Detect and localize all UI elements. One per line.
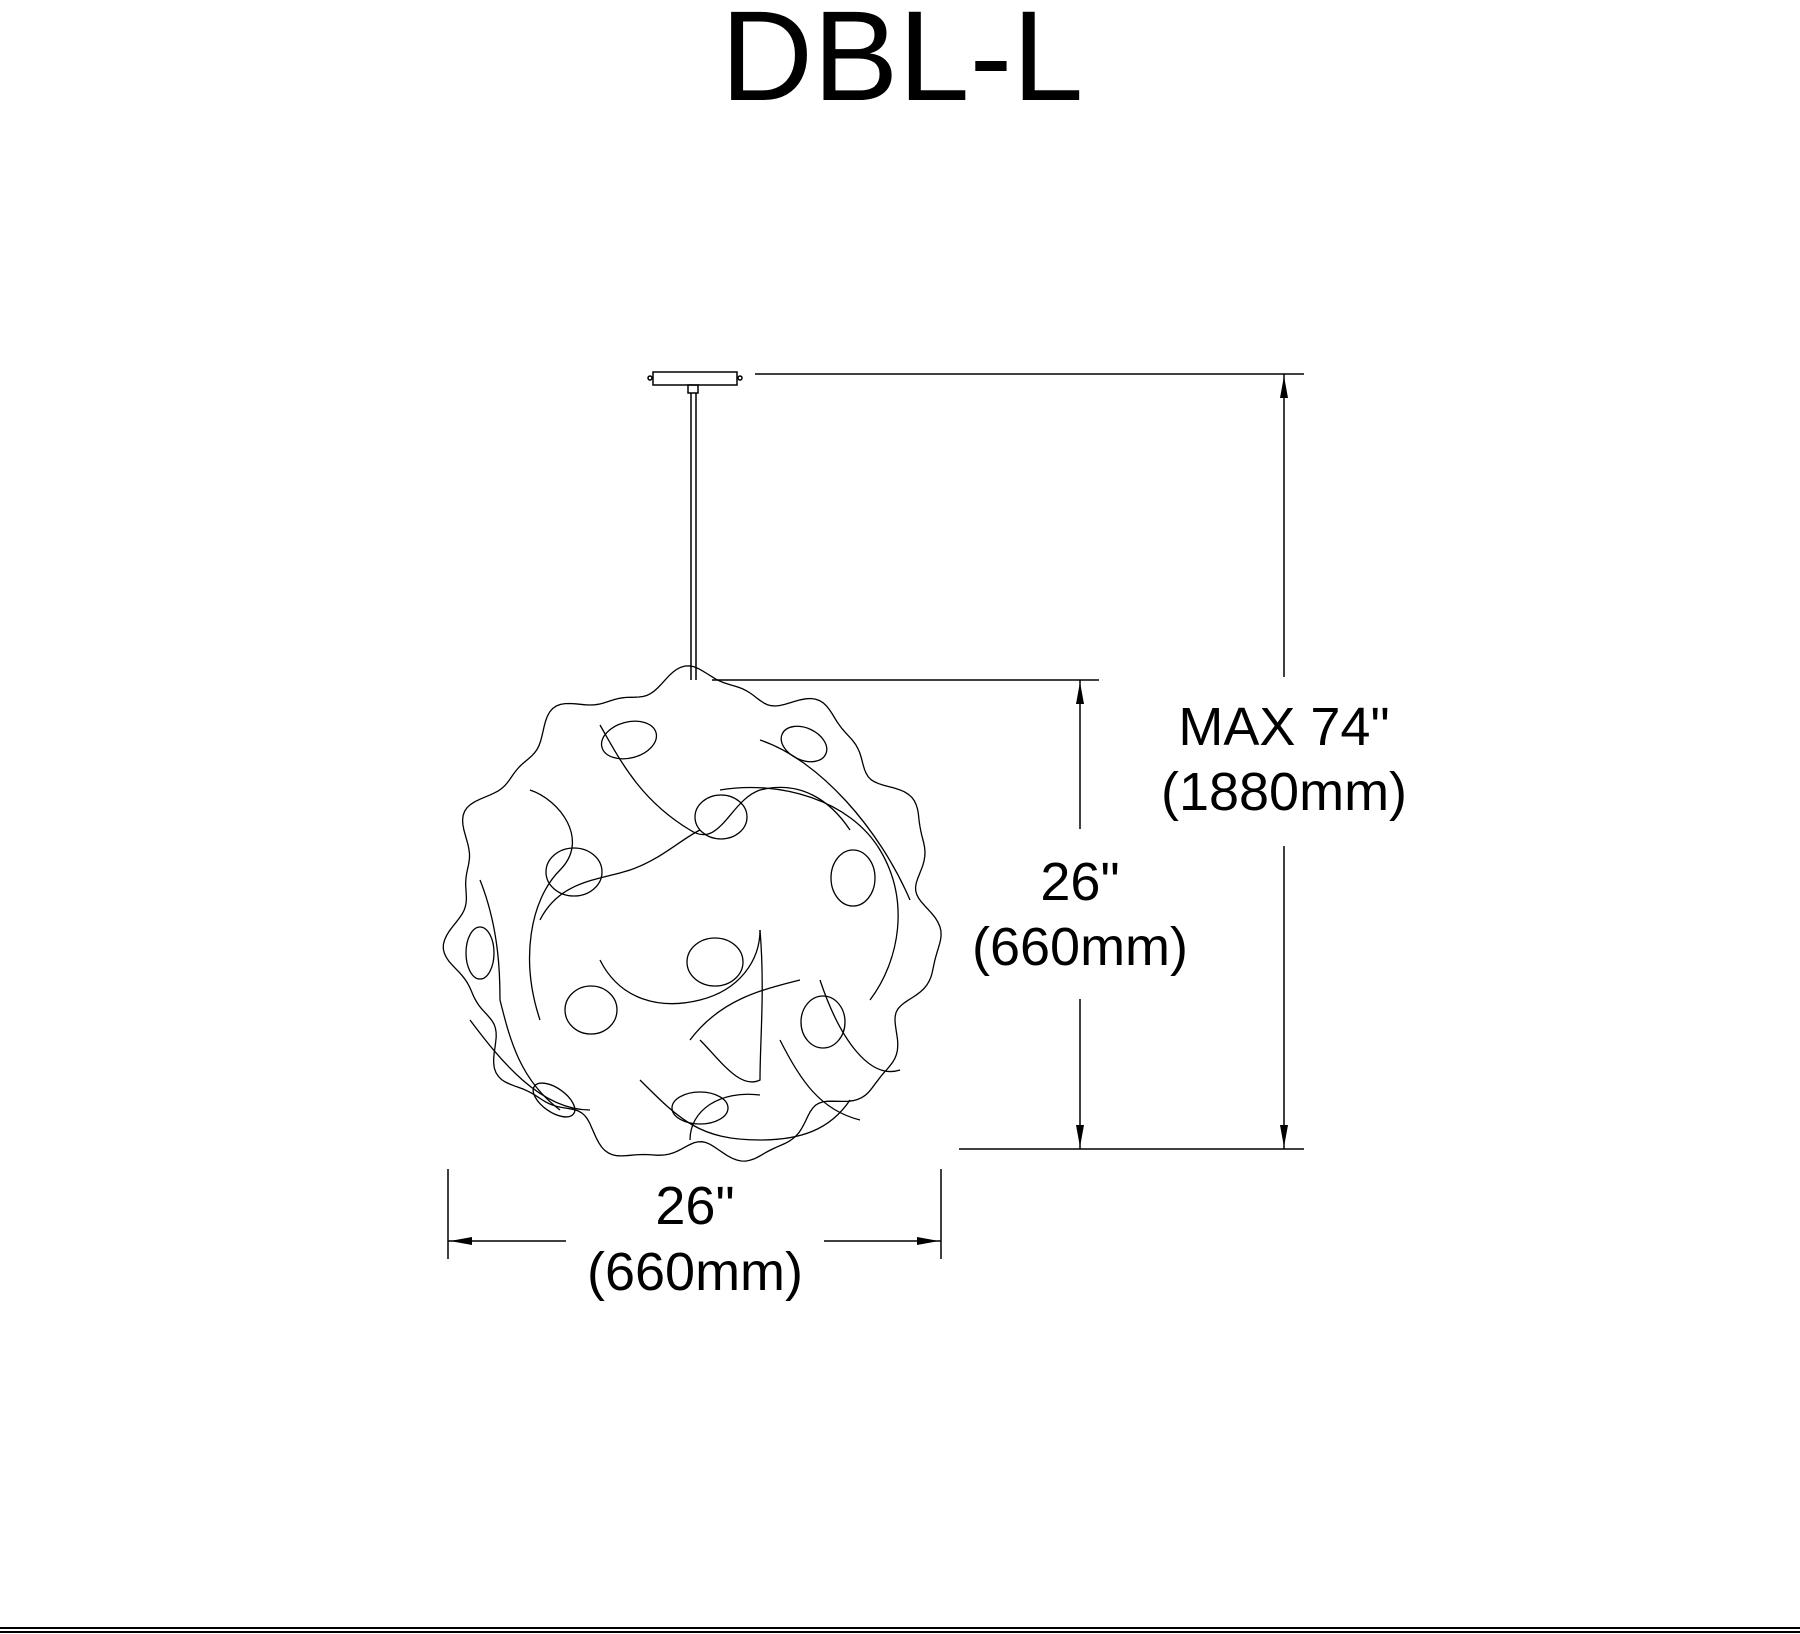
shade-opening — [465, 926, 495, 980]
overall-height-mm: (1880mm) — [1161, 762, 1407, 822]
shade-height-inches: 26" — [1040, 852, 1119, 912]
shade-height-dimension: 26" (660mm) — [712, 679, 1188, 1149]
pendant-shade — [442, 665, 942, 1162]
shade-opening — [671, 1091, 729, 1125]
shade-opening — [564, 985, 618, 1035]
shade-opening — [545, 847, 603, 897]
shade-opening — [600, 720, 658, 760]
shade-width-mm: (660mm) — [587, 1242, 803, 1302]
shade-opening — [686, 937, 744, 987]
shade-opening — [830, 849, 876, 907]
shade-height-mm: (660mm) — [972, 917, 1188, 977]
shade-outline — [442, 665, 942, 1162]
shade-opening — [532, 1082, 576, 1118]
overall-height-dimension: MAX 74" (1880mm) — [755, 373, 1407, 1150]
shade-width-dimension: 26" (660mm) — [447, 1169, 942, 1302]
stem — [690, 393, 697, 680]
overall-height-inches: MAX 74" — [1178, 697, 1389, 757]
canopy — [647, 371, 743, 394]
model-title: DBL-L — [721, 0, 1084, 128]
bottom-border — [0, 1627, 1800, 1633]
shade-opening — [694, 794, 748, 840]
shade-opening — [780, 725, 828, 763]
shade-opening — [800, 995, 846, 1049]
shade-width-inches: 26" — [655, 1176, 734, 1236]
